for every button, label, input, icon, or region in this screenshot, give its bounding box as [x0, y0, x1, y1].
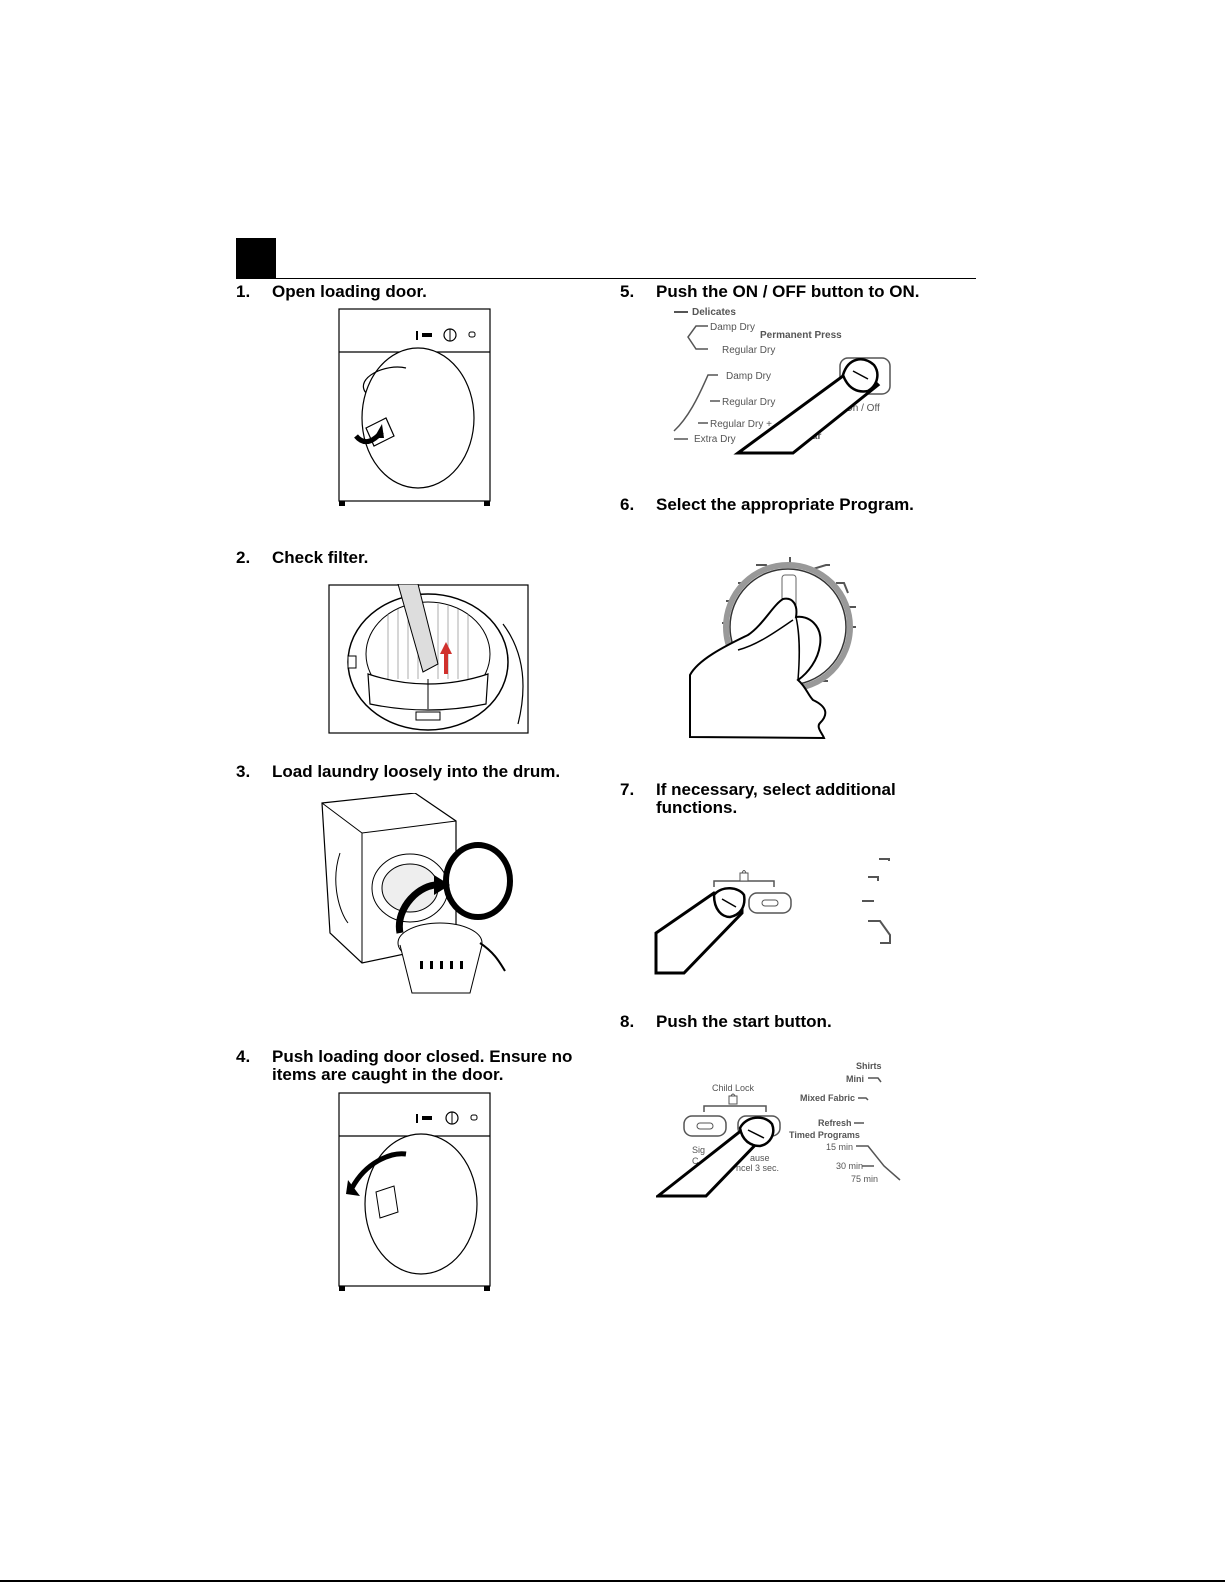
label-permanent-press: Permanent Press — [760, 330, 842, 341]
label-on-off: On / Off — [845, 403, 880, 414]
step-number: 3. — [236, 762, 251, 781]
footer-rule — [0, 1580, 1225, 1582]
figure-open-door — [336, 308, 496, 508]
step-text: Select the appropriate Program. — [656, 495, 914, 514]
figure-close-door — [336, 1092, 496, 1292]
figure-program-dial — [688, 555, 863, 740]
figure-load-laundry — [320, 793, 520, 1003]
label-75-min: 75 min — [851, 1174, 878, 1184]
label-damp-dry-1: Damp Dry — [710, 322, 755, 333]
label-pause-partial: ause — [750, 1153, 770, 1163]
step-text: Load laundry loosely into the drum. — [272, 762, 561, 781]
label-c-partial: C — [692, 1156, 699, 1166]
step-number: 8. — [620, 1012, 635, 1031]
step-text: Push the ON / OFF button to ON. — [656, 282, 920, 301]
label-extra-dry: Extra Dry — [694, 434, 736, 445]
label-delicates: Delicates — [692, 307, 736, 318]
figure-check-filter — [328, 584, 530, 736]
label-timed-programs: Timed Programs — [789, 1130, 860, 1140]
step-text: Push the start button. — [656, 1012, 832, 1031]
label-regular-dry-2: Regular Dry — [722, 397, 775, 408]
label-refresh: Refresh — [818, 1118, 852, 1128]
step-text: Check filter. — [272, 548, 369, 567]
label-regular-dry-plus: Regular Dry + — [710, 419, 772, 430]
figure-additional-functions — [654, 855, 899, 977]
step-number: 6. — [620, 495, 635, 514]
label-regular-dry-1: Regular Dry — [722, 345, 775, 356]
step-number: 5. — [620, 282, 635, 301]
label-cancel-partial: ncel 3 sec. — [736, 1163, 779, 1173]
figure-start-button: Shirts Mini Child Lock Mixed Fabric Refr… — [656, 1058, 906, 1198]
label-15-min: 15 min — [826, 1142, 853, 1152]
label-30-min: 30 min — [836, 1161, 863, 1171]
section-marker — [236, 238, 276, 278]
label-mini: Mini — [846, 1074, 864, 1084]
label-damp-dry-2: Damp Dry — [726, 371, 771, 382]
step-number: 2. — [236, 548, 251, 567]
step-number: 7. — [620, 780, 635, 799]
label-child-lock: Child Lock — [712, 1083, 755, 1093]
step-text: If necessary, select additional function… — [656, 780, 896, 817]
step-text: Push loading door closed. Ensure no item… — [272, 1047, 573, 1084]
step-number: 4. — [236, 1047, 251, 1066]
label-shirts: Shirts — [856, 1061, 882, 1071]
figure-on-off: Delicates Damp Dry Permanent Press Regul… — [668, 303, 898, 458]
step-text: Open loading door. — [272, 282, 427, 301]
label-mixed-fabric: Mixed Fabric — [800, 1093, 855, 1103]
header-rule — [236, 278, 976, 279]
step-number: 1. — [236, 282, 251, 301]
label-signal-partial: Sig — [692, 1145, 705, 1155]
